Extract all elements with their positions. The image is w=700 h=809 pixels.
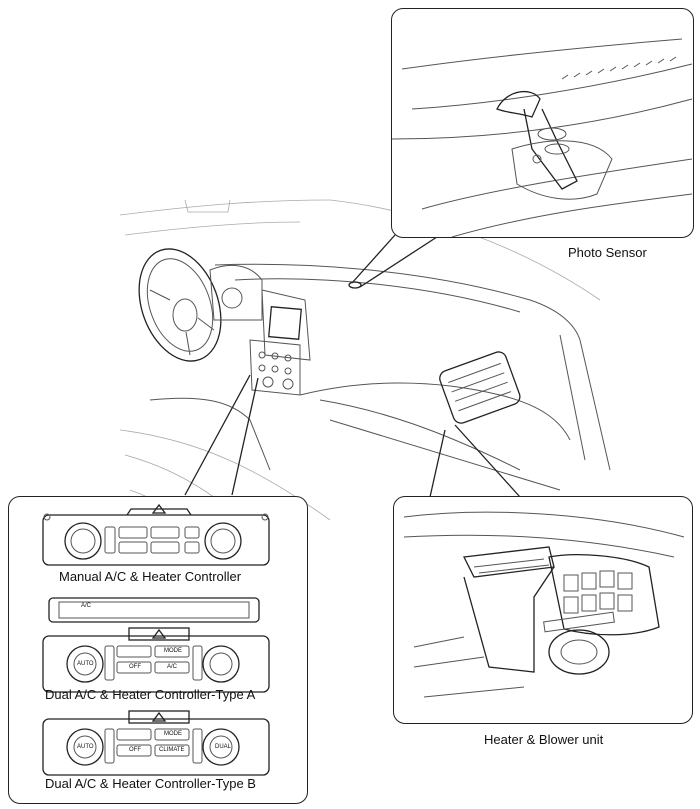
- dual-type-a-panel: [42, 597, 270, 693]
- manual-controller-panel: [42, 503, 270, 566]
- photo-sensor-label: Photo Sensor: [568, 245, 647, 260]
- controllers-callout: Manual A/C & Heater Controller A/C AUTO …: [8, 496, 308, 804]
- dual-type-b-dual-text: DUAL: [215, 744, 232, 750]
- dual-type-a-ac-text: A/C: [167, 664, 178, 670]
- photo-sensor-callout: [391, 8, 694, 238]
- dual-type-a-off-text: OFF: [129, 664, 141, 670]
- dual-display-ac: A/C: [81, 603, 92, 609]
- heater-blower-label: Heater & Blower unit: [484, 732, 604, 747]
- heater-blower-callout: [393, 496, 693, 724]
- dual-type-b-panel: [42, 710, 270, 776]
- dual-type-b-auto-text: AUTO: [77, 744, 94, 750]
- dual-type-a-label: Dual A/C & Heater Controller-Type A: [45, 687, 256, 702]
- photo-sensor-illustration: [392, 38, 693, 237]
- manual-controller-label: Manual A/C & Heater Controller: [59, 569, 242, 584]
- dual-type-b-mode-text: MODE: [164, 731, 182, 737]
- dual-type-a-mode-text: MODE: [164, 648, 182, 654]
- dual-type-a-auto-text: AUTO: [77, 661, 94, 667]
- dual-type-b-climate-text: CLIMATE: [159, 747, 185, 753]
- dual-type-b-off-text: OFF: [129, 747, 141, 753]
- dual-type-b-label: Dual A/C & Heater Controller-Type B: [45, 776, 256, 791]
- heater-blower-illustration: [403, 511, 685, 698]
